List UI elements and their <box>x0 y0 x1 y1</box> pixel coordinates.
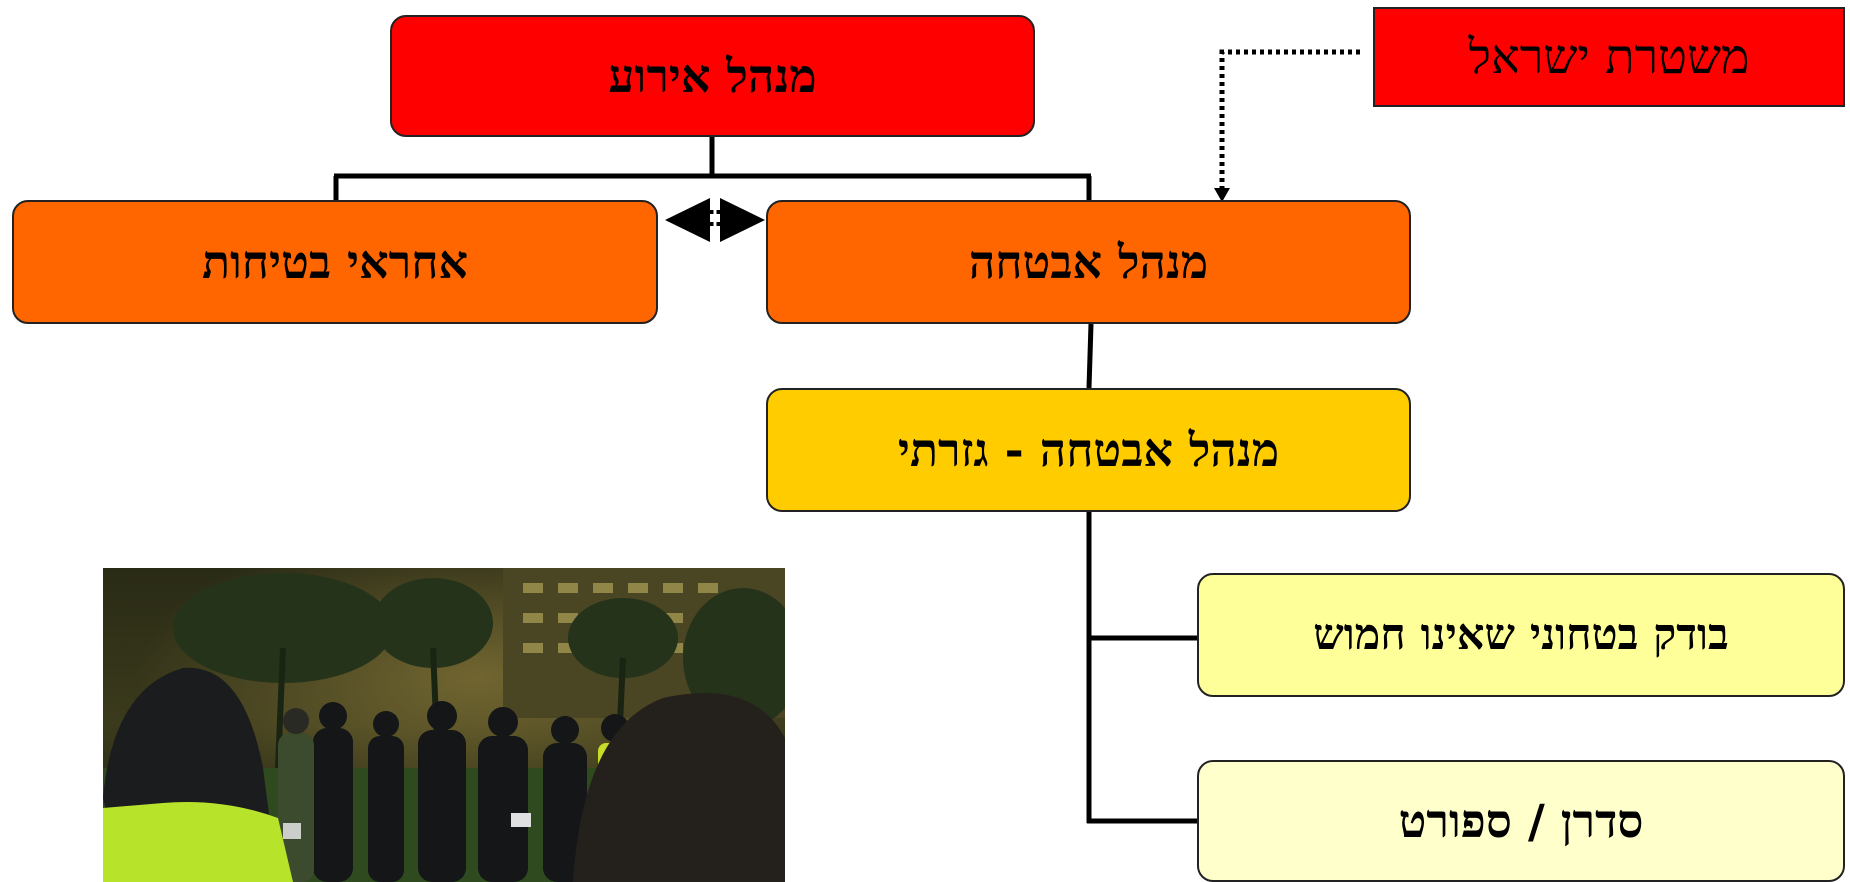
usher-label: סדרן / ספורט <box>1398 794 1644 848</box>
event-manager-box: מנהל אירוע <box>390 15 1035 137</box>
safety-officer-label: אחראי בטיחות <box>201 235 469 289</box>
safety-officer-box: אחראי בטיחות <box>12 200 658 324</box>
israel-police-label: משטרת ישראל <box>1468 29 1750 85</box>
event-manager-label: מנהל אירוע <box>608 49 817 103</box>
double-arrow-icon <box>665 198 765 242</box>
police-dotted-link <box>1219 49 1360 190</box>
usher-box: סדרן / ספורט <box>1197 760 1845 882</box>
police-arrowhead <box>1214 188 1230 202</box>
connector-security-to-sector <box>1086 323 1094 389</box>
israel-police-box: משטרת ישראל <box>1373 7 1845 107</box>
security-briefing-photo <box>103 568 785 882</box>
security-manager-label: מנהל אבטחה <box>968 235 1209 289</box>
unarmed-security-checker-label: בודק בטחוני שאינו חמוש <box>1313 610 1729 660</box>
security-manager-box: מנהל אבטחה <box>766 200 1411 324</box>
sector-security-manager-box: מנהל אבטחה - גזרתי <box>766 388 1411 512</box>
unarmed-security-checker-box: בודק בטחוני שאינו חמוש <box>1197 573 1845 697</box>
sector-security-manager-label: מנהל אבטחה - גזרתי <box>897 423 1280 477</box>
